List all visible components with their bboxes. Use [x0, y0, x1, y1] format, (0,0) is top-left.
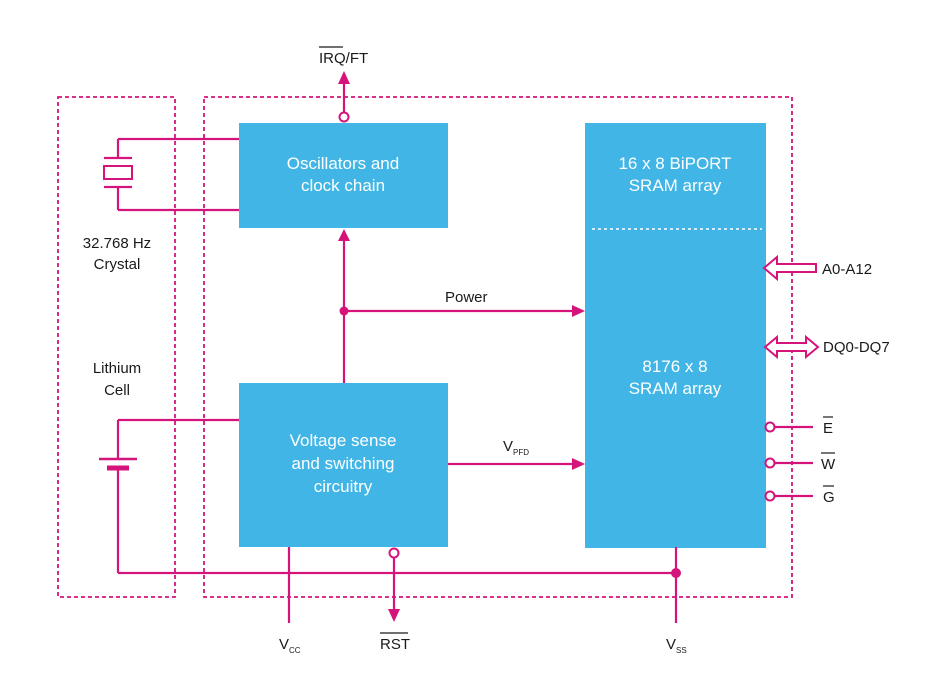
sram-block: [585, 123, 766, 548]
vpfd-label: V: [503, 438, 513, 455]
power-wires: [338, 229, 585, 383]
vcc-label: V: [279, 636, 289, 653]
e-pin-wire: [764, 421, 813, 433]
w-pin-wire: [764, 457, 813, 469]
rst-output: [388, 547, 400, 622]
g-pin-label: G: [823, 489, 835, 506]
crystal-label-line2: Crystal: [94, 256, 141, 273]
oscillator-label-line2: clock chain: [301, 176, 385, 195]
sram-label-line1: 8176 x 8: [642, 357, 707, 376]
vss-label: V: [666, 636, 676, 653]
e-pin-label: E: [823, 420, 833, 437]
crystal-label-line1: 32.768 Hz: [83, 235, 151, 252]
sram-label-line2: SRAM array: [629, 379, 722, 398]
irq-ft-label: IRQ/FT: [319, 50, 368, 67]
lithium-label-line1: Lithium: [93, 360, 141, 377]
address-label: A0-A12: [822, 261, 872, 278]
g-pin-wire: [764, 490, 813, 502]
address-arrow: [762, 254, 817, 282]
vpfd-wire: [448, 458, 585, 470]
vss-subscript: SS: [676, 646, 687, 655]
voltage-block: [239, 383, 448, 547]
crystal-battery-boundary: [57, 96, 176, 598]
voltage-label-line1: Voltage sense: [290, 431, 397, 450]
vpfd-subscript: PFD: [513, 448, 529, 457]
power-label: Power: [445, 289, 488, 306]
lithium-label-line2: Cell: [104, 382, 130, 399]
biport-label-line2: SRAM array: [629, 176, 722, 195]
data-label: DQ0-DQ7: [823, 339, 890, 356]
oscillator-block: [239, 123, 448, 228]
voltage-label-line2: and switching: [291, 454, 394, 473]
voltage-label-line3: circuitry: [314, 477, 373, 496]
irq-output: [338, 71, 350, 123]
biport-label-line1: 16 x 8 BiPORT: [618, 154, 731, 173]
vcc-subscript: CC: [289, 646, 301, 655]
data-arrow: [763, 334, 820, 360]
chip-boundary: [203, 96, 793, 598]
oscillator-label-line1: Oscillators and: [287, 154, 399, 173]
battery-symbol: [99, 418, 676, 575]
vss-wire: [671, 547, 681, 623]
w-pin-label: W: [821, 456, 836, 473]
rst-label: RST: [380, 636, 410, 653]
crystal-symbol: [103, 137, 239, 212]
